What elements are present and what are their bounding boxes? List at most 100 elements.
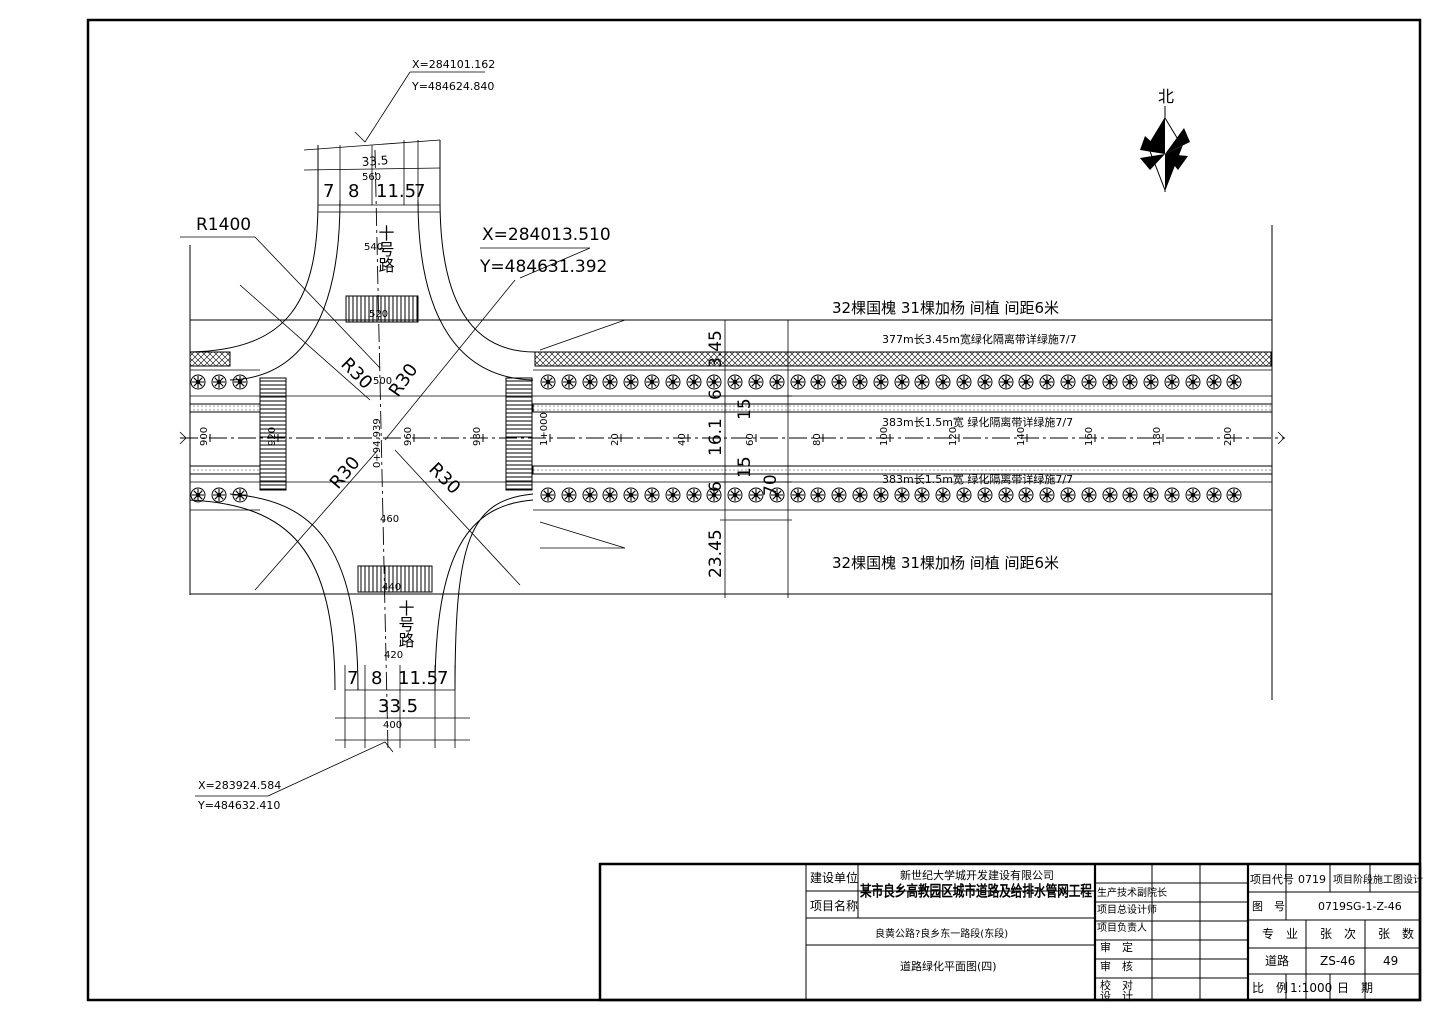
chainage-tick-label: 920 (267, 427, 278, 446)
intersection (180, 71, 591, 797)
west-green-belt (189, 351, 231, 367)
north-total-width: 33.5 (361, 153, 389, 169)
chainage-tick-label: 200 (1223, 427, 1234, 446)
coord-center-y: Y=484631.392 (479, 257, 607, 277)
chainage-tick-label: 100 (879, 427, 890, 446)
tree-icon (790, 487, 806, 503)
stage: 施工图设计 (1373, 873, 1423, 886)
tree-icon (894, 374, 910, 390)
tree-icon (1018, 487, 1034, 503)
labels: X=284101.162 Y=484624.840 X=284013.510 Y… (196, 58, 1235, 812)
tree-icon (644, 487, 660, 503)
sheet-no-label: 张 次 (1320, 927, 1356, 941)
date-label: 日 期 (1337, 981, 1373, 995)
tree-icon (211, 487, 227, 503)
dim-3-45: 3.45 (706, 330, 726, 368)
sheet-count: 49 (1383, 954, 1398, 968)
tree-icon (665, 487, 681, 503)
south-lane-2: 8 (371, 668, 382, 689)
tree-icon (998, 487, 1014, 503)
radius-se-label: R30 (424, 459, 464, 499)
role-1: 生产技术副院长 (1097, 886, 1167, 899)
coord-center-x: X=284013.510 (482, 225, 611, 245)
tree-icon (873, 374, 889, 390)
project-name: 某市良乡高教园区城市道路及给排水管网工程 (860, 882, 1092, 900)
north-lane-3: 11.5 (376, 181, 416, 202)
south-sta-420: 420 (384, 650, 403, 661)
chainage-tick-label: 1+000 (539, 412, 550, 446)
role-2: 项目总设计师 (1097, 903, 1157, 916)
tree-icon (852, 374, 868, 390)
crosswalk-west (259, 377, 287, 491)
tree-icon (540, 487, 556, 503)
tree-icon (790, 374, 806, 390)
stage-label: 项目阶段 (1333, 873, 1373, 886)
tree-icon (1164, 487, 1180, 503)
tree-icon (190, 374, 206, 390)
south-lane-4: 7 (437, 668, 448, 689)
project-code-label: 项目代号 (1250, 873, 1294, 886)
role-5: 审 核 (1100, 959, 1133, 973)
tree-icon (1185, 487, 1201, 503)
chainage-tick-label: 900 (199, 427, 210, 446)
north-lane-2: 8 (348, 181, 359, 202)
belt-top-note: 377m长3.45m宽绿化隔离带详绿施7/7 (882, 332, 1077, 346)
chainage-tick-label: 60 (745, 433, 756, 446)
crosswalk-east (505, 377, 533, 491)
project-code: 0719 (1298, 873, 1326, 886)
north-green-belt (534, 351, 1272, 367)
tree-icon (623, 374, 639, 390)
radius-nw-label: R30 (336, 354, 376, 394)
chainage-tick-label: 80 (812, 433, 823, 446)
tree-icon (831, 374, 847, 390)
tree-icon (1039, 487, 1055, 503)
tree-icon (1226, 487, 1242, 503)
role-7: 设 计 (1100, 990, 1133, 1003)
coord-top-y: Y=484624.840 (411, 80, 494, 93)
title-block: 建设单位 新世纪大学城开发建设有限公司 项目名称 某市良乡高教园区城市道路及给排… (598, 862, 1423, 1003)
chainage-tick-label: 20 (610, 433, 621, 446)
tree-icon (727, 374, 743, 390)
tree-icon (232, 374, 248, 390)
south-lane-1: 7 (347, 668, 358, 689)
tree-icon (977, 487, 993, 503)
tree-icon (1102, 374, 1118, 390)
tree-icon (727, 487, 743, 503)
tree-icon (956, 374, 972, 390)
discipline-label: 专 业 (1262, 926, 1298, 941)
build-unit-label: 建设单位 (810, 870, 858, 885)
tree-icon (935, 374, 951, 390)
north-road-name: 十号路 (376, 225, 395, 273)
tree-icon (602, 487, 618, 503)
tree-icon (748, 374, 764, 390)
tree-icon (686, 487, 702, 503)
tree-icon (914, 487, 930, 503)
tree-icon (914, 374, 930, 390)
tree-icon (1122, 374, 1138, 390)
coord-bottom-y: Y=484632.410 (197, 799, 280, 812)
south-sta-460: 460 (380, 514, 399, 525)
tree-icon (956, 487, 972, 503)
north-sta-520: 520 (369, 309, 388, 320)
tree-icon (665, 374, 681, 390)
south-sta-400: 400 (383, 720, 402, 731)
tree-icon (998, 374, 1014, 390)
radius-sw-label: R30 (326, 453, 365, 494)
separator-belt-north (532, 403, 1273, 413)
tree-icon (644, 374, 660, 390)
tree-icon (1060, 374, 1076, 390)
dim-15-top: 15 (735, 398, 755, 420)
crosswalk-north (345, 295, 419, 323)
tree-icon (873, 487, 889, 503)
south-road-name: 十号路 (396, 600, 415, 648)
north-sta-500: 500 (373, 376, 392, 387)
tree-icon (1039, 374, 1055, 390)
tree-icon (1185, 374, 1201, 390)
tree-icon (1206, 487, 1222, 503)
tree-icon (1102, 487, 1118, 503)
radius-big-label: R1400 (196, 215, 251, 235)
tree-icon (561, 487, 577, 503)
north-sta-560: 560 (362, 172, 381, 183)
